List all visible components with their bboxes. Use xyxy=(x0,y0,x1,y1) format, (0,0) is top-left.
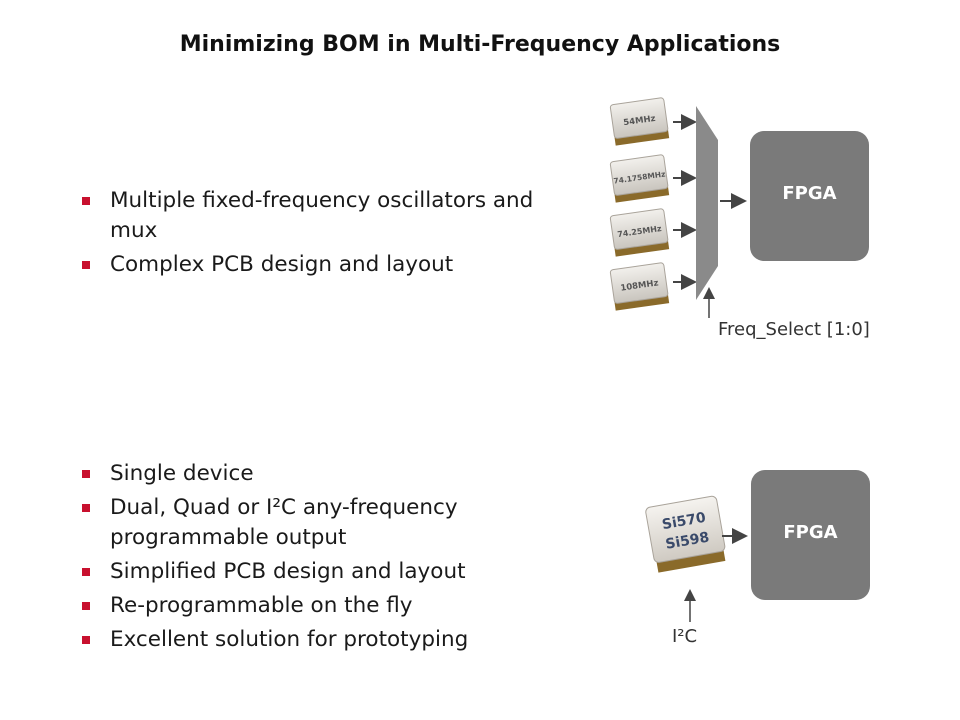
bullet-item: Multiple fixed-frequency oscillators and… xyxy=(80,186,550,246)
oscillator-108mhz: 108MHz xyxy=(609,262,670,311)
mux-shape xyxy=(696,106,718,300)
fpga-label: FPGA xyxy=(782,183,837,204)
oscillator-74-25mhz: 74.25MHz xyxy=(609,208,670,257)
bullet-item: Complex PCB design and layout xyxy=(80,250,550,280)
oscillator-54mhz: 54MHz xyxy=(609,97,670,146)
bullet-item: Re-programmable on the fly xyxy=(80,591,550,621)
oscillator-74-1758mhz: 74.1758MHz xyxy=(609,154,670,203)
bullet-item: Excellent solution for prototyping xyxy=(80,625,550,655)
top-bullet-list: Multiple fixed-frequency oscillators and… xyxy=(80,186,550,284)
bottom-bullet-list: Single device Dual, Quad or I²C any-freq… xyxy=(80,459,550,659)
fpga-block-top: FPGA xyxy=(750,131,869,261)
bullet-item: Single device xyxy=(80,459,550,489)
i2c-label: I²C xyxy=(672,626,698,647)
freq-select-label: Freq_Select [1:0] xyxy=(718,319,870,340)
oscillator-label: 54MHz xyxy=(623,114,656,128)
fpga-block-bottom: FPGA xyxy=(751,470,870,600)
programmable-oscillator-chip: Si570 Si598 xyxy=(645,495,726,573)
chip-label: Si570 xyxy=(661,510,707,533)
bullet-item: Simplified PCB design and layout xyxy=(80,557,550,587)
slide-title: Minimizing BOM in Multi-Frequency Applic… xyxy=(179,32,781,57)
chip-label: Si598 xyxy=(664,529,710,552)
fpga-label: FPGA xyxy=(783,522,838,543)
bullet-item: Dual, Quad or I²C any-frequency programm… xyxy=(80,493,550,553)
